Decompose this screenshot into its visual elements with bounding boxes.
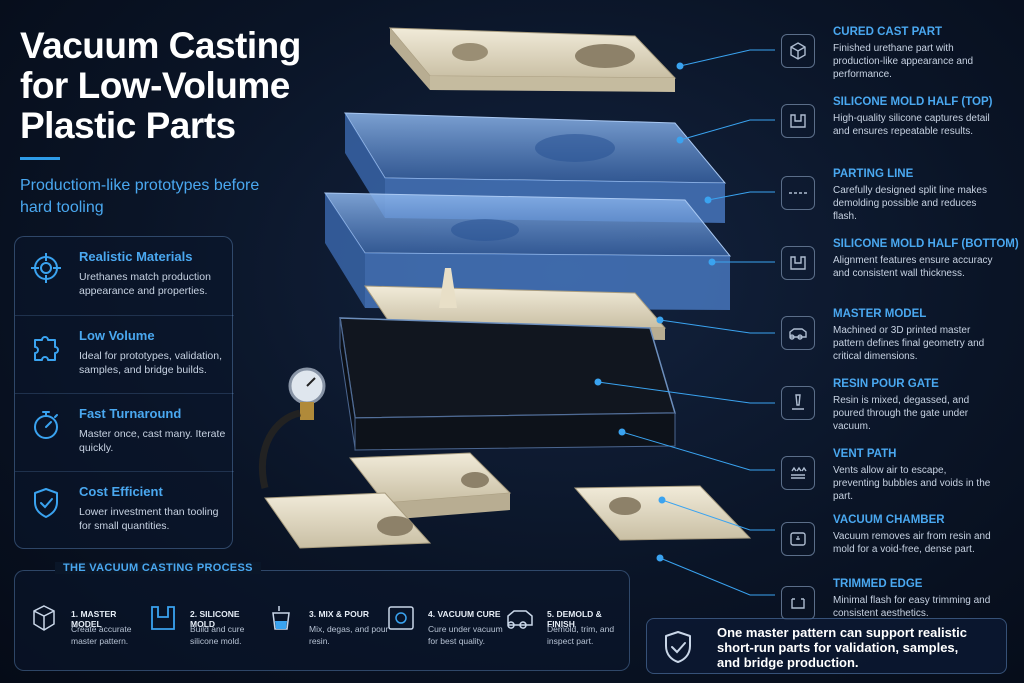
cured-cast-part	[388, 27, 677, 92]
step-desc: Build and cure silicone mold.	[190, 624, 245, 646]
step-title: 2. SILICONE MOLD	[190, 609, 240, 629]
callout-title: CURED CAST PART	[833, 26, 943, 38]
shield-check-icon	[665, 631, 691, 663]
process-step-silicone-mold: 2. SILICONE MOLD Build and cure silicone…	[148, 603, 266, 663]
callout-desc: Carefully designed split line makes demo…	[833, 185, 987, 222]
cast-part-left	[264, 492, 432, 549]
part-icon	[507, 610, 533, 629]
target-icon	[31, 253, 61, 283]
process-step-vacuum-cure: 4. VACUUM CURE Cure under vacuum for bes…	[386, 603, 504, 663]
vent-icon	[781, 456, 815, 490]
pour-gate	[439, 268, 457, 308]
callout-desc: Finished urethane part with production-l…	[833, 43, 974, 80]
process-step-master-model: 1. MASTER MODEL Create accurate master p…	[29, 603, 147, 663]
mold-top-icon	[781, 104, 815, 138]
stopwatch-icon	[34, 411, 58, 439]
callout-title: RESIN POUR GATE	[833, 378, 939, 390]
benefit-cost-efficient: Cost Efficient Lower investment than too…	[15, 471, 234, 548]
parting-line-icon	[781, 176, 815, 210]
master-model-icon	[781, 316, 815, 350]
summary-banner: One master pattern can support realistic…	[646, 618, 1007, 674]
cube-icon	[781, 34, 815, 68]
callout-desc: Resin is mixed, degassed, and poured thr…	[833, 395, 970, 432]
benefit-title: Low Volume	[79, 328, 155, 343]
cast-part-right	[573, 485, 752, 541]
banner-text: One master pattern can support realistic…	[717, 625, 967, 670]
benefit-low-volume: Low Volume Ideal for prototypes, validat…	[15, 315, 234, 392]
cup-pour-icon	[272, 606, 290, 630]
callouts-column: CURED CAST PART Finished urethane part w…	[781, 0, 1024, 620]
callout-title: MASTER MODEL	[833, 308, 927, 320]
shield-check-icon	[34, 488, 58, 518]
mold-icon	[151, 606, 175, 630]
trimmed-edge-icon	[781, 586, 815, 620]
benefit-title: Realistic Materials	[79, 249, 193, 264]
benefit-desc: Lower investment than tooling for small …	[79, 506, 219, 532]
step-title: 3. MIX & POUR	[309, 609, 369, 619]
benefit-desc: Urethanes match production appearance an…	[79, 271, 211, 297]
benefit-realistic-materials: Realistic Materials Urethanes match prod…	[15, 237, 234, 314]
benefit-fast-turnaround: Fast Turnaround Master once, cast many. …	[15, 393, 234, 470]
callout-title: PARTING LINE	[833, 168, 914, 180]
cube-icon	[33, 605, 55, 631]
callout-title: SILICONE MOLD HALF (BOTTOM)	[833, 238, 1019, 250]
callout-desc: Alignment features ensure accuracy and c…	[833, 255, 993, 279]
callout-title: VENT PATH	[833, 448, 897, 460]
callout-title: TRIMMED EDGE	[833, 578, 923, 590]
benefits-panel: Realistic Materials Urethanes match prod…	[14, 236, 234, 549]
process-panel: THE VACUUM CASTING PROCESS 1. MASTER MOD…	[14, 562, 630, 671]
page-subtitle: Productiom-like prototypes before hard t…	[20, 177, 260, 216]
puzzle-icon	[34, 336, 59, 361]
step-desc: Mix, degas, and pour resin.	[309, 624, 389, 646]
vacuum-chamber-icon	[388, 606, 414, 630]
step-title: 5. DEMOLD & FINISH	[547, 609, 602, 629]
process-step-mix-pour: 3. MIX & POUR Mix, degas, and pour resin…	[267, 603, 388, 663]
page-title: Vacuum Casting for Low-Volume Plastic Pa…	[20, 25, 301, 146]
vacuum-chamber-icon	[781, 522, 815, 556]
callout-title: SILICONE MOLD HALF (TOP)	[833, 96, 993, 108]
pour-gate-icon	[781, 386, 815, 420]
callout-title: VACUUM CHAMBER	[833, 514, 945, 526]
callout-desc: Machined or 3D printed master pattern de…	[833, 325, 985, 362]
process-heading: THE VACUUM CASTING PROCESS	[55, 562, 261, 574]
title-divider	[20, 157, 60, 160]
cast-part-center	[349, 452, 512, 520]
process-step-demold-finish: 5. DEMOLD & FINISH Demold, trim, and ins…	[505, 603, 623, 663]
callout-desc: Minimal flash for easy trimming and cons…	[833, 595, 991, 619]
step-desc: Create accurate master pattern.	[71, 624, 132, 646]
step-title: 4. VACUUM CURE	[428, 609, 501, 619]
step-desc: Cure under vacuum for best quality.	[428, 624, 503, 646]
callout-desc: High-quality silicone captures detail an…	[833, 113, 990, 137]
exploded-mold-illustration	[258, 27, 752, 549]
benefit-desc: Ideal for prototypes, validation, sample…	[79, 350, 223, 376]
step-title: 1. MASTER MODEL	[71, 609, 117, 629]
vacuum-chamber	[339, 317, 676, 451]
benefit-desc: Master once, cast many. Iterate quickly.	[79, 428, 226, 454]
mold-bottom-icon	[781, 246, 815, 280]
benefit-title: Cost Efficient	[79, 484, 163, 499]
callout-desc: Vacuum removes air from resin and mold f…	[833, 531, 991, 555]
benefit-title: Fast Turnaround	[79, 406, 182, 421]
callout-desc: Vents allow air to escape, preventing bu…	[833, 465, 991, 502]
vacuum-gauge	[258, 367, 326, 489]
step-desc: Demold, trim, and inspect part.	[547, 624, 615, 646]
